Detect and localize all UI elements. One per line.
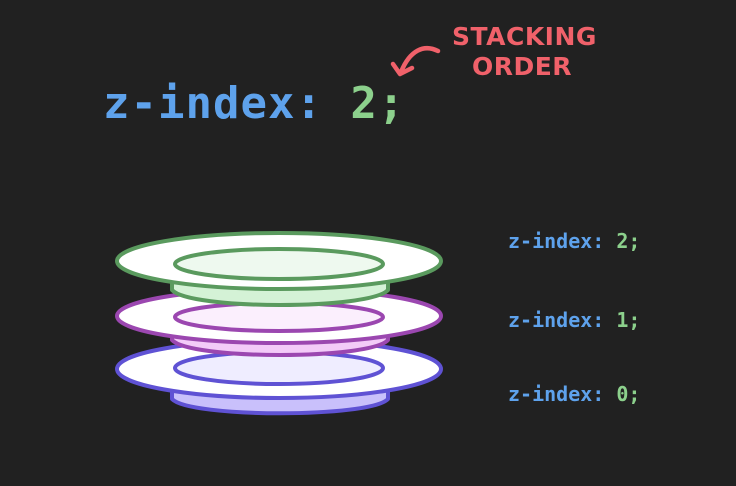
plates-stack bbox=[115, 231, 443, 416]
curved-arrow-icon bbox=[390, 45, 441, 77]
annotation-line-2: ORDER bbox=[471, 52, 573, 81]
layer-label-z1-value: 1; bbox=[616, 308, 641, 332]
heading-property: z-index: bbox=[103, 78, 323, 129]
annotation-line-1: STACKING bbox=[452, 22, 597, 51]
layer-label-z2: z-index: 2; bbox=[508, 229, 640, 253]
layer-label-z1: z-index: 1; bbox=[508, 308, 640, 332]
plate-z2-well bbox=[173, 247, 385, 281]
plate-z1-well bbox=[173, 301, 385, 333]
heading-value: 2; bbox=[350, 78, 406, 129]
layer-label-z0: z-index: 0; bbox=[508, 382, 640, 406]
plate-z2 bbox=[115, 231, 443, 307]
layer-label-z2-property: z-index: bbox=[508, 229, 605, 253]
code-heading: z-index: 2; bbox=[103, 78, 405, 129]
layer-label-z0-property: z-index: bbox=[508, 382, 605, 406]
layer-label-z1-property: z-index: bbox=[508, 308, 605, 332]
stacking-order-annotation: STACKING ORDER bbox=[452, 22, 597, 82]
layer-label-z0-value: 0; bbox=[616, 382, 641, 406]
layer-label-z2-value: 2; bbox=[616, 229, 641, 253]
